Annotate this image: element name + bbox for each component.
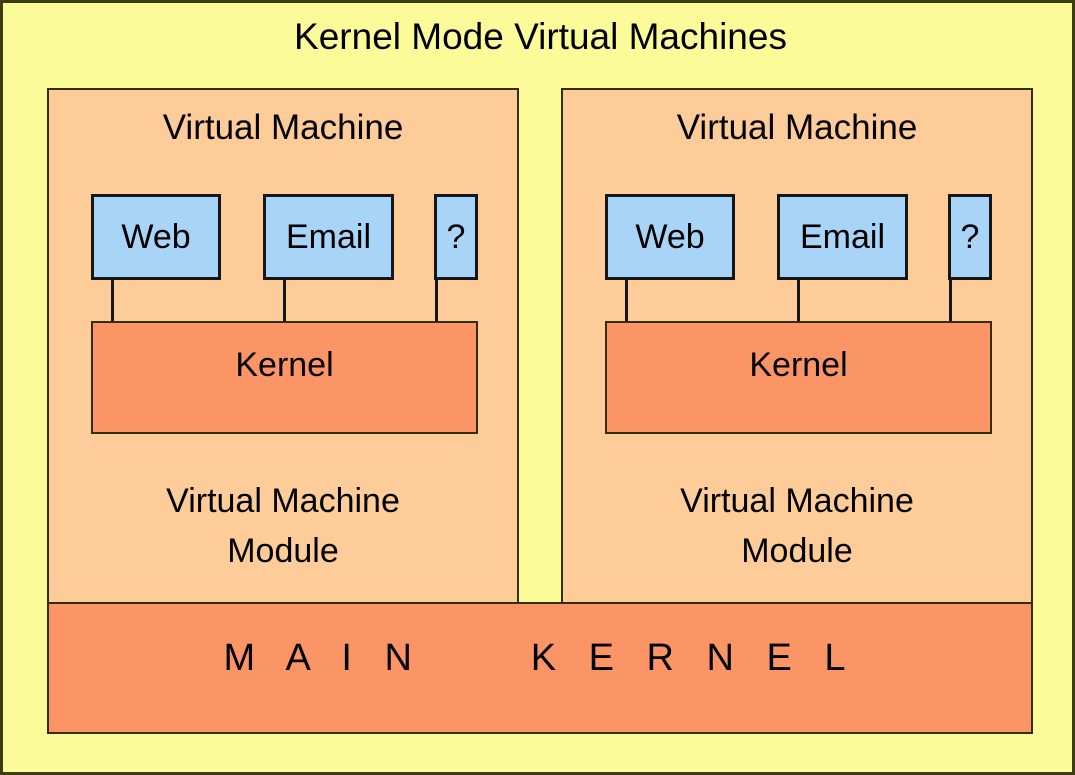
guest-kernel-box-2: Kernel (605, 321, 992, 434)
connector-email-kernel-2 (797, 280, 800, 322)
app-label: Email (285, 218, 372, 256)
caption-line-2: Module (741, 532, 853, 570)
app-label: ? (960, 218, 980, 256)
virtual-machine-module-caption-2: Virtual Machine Module (563, 476, 1031, 576)
connector-web-kernel-1 (111, 280, 114, 322)
caption-line-1: Virtual Machine (166, 482, 400, 520)
main-kernel-bar: M A I N K E R N E L (47, 602, 1033, 734)
app-box-email-1[interactable]: Email (263, 194, 394, 280)
app-box-unknown-2[interactable]: ? (948, 194, 992, 280)
connector-unknown-kernel-2 (949, 280, 952, 322)
virtual-machine-panel-1: Virtual Machine Web Email ? Kernel Virtu… (47, 88, 519, 604)
app-box-unknown-1[interactable]: ? (434, 194, 478, 280)
guest-kernel-label: Kernel (749, 346, 848, 384)
virtual-machine-title: Virtual Machine (676, 108, 918, 147)
app-label: Web (121, 218, 191, 256)
guest-kernel-label: Kernel (235, 346, 334, 384)
virtual-machine-module-caption-1: Virtual Machine Module (49, 476, 517, 576)
page-title: Kernel Mode Virtual Machines (294, 16, 787, 57)
connector-email-kernel-1 (283, 280, 286, 322)
guest-kernel-box-1: Kernel (91, 321, 478, 434)
virtual-machine-panel-2: Virtual Machine Web Email ? Kernel Virtu… (561, 88, 1033, 604)
app-label: Web (635, 218, 705, 256)
virtual-machine-title: Virtual Machine (162, 108, 404, 147)
connector-web-kernel-2 (625, 280, 628, 322)
caption-line-2: Module (227, 532, 339, 570)
caption-line-1: Virtual Machine (680, 482, 914, 520)
main-kernel-label: M A I N K E R N E L (223, 637, 857, 679)
app-label: Email (799, 218, 886, 256)
app-box-web-2[interactable]: Web (605, 194, 735, 280)
app-box-web-1[interactable]: Web (91, 194, 221, 280)
connector-unknown-kernel-1 (435, 280, 438, 322)
app-box-email-2[interactable]: Email (777, 194, 908, 280)
app-label: ? (446, 218, 466, 256)
